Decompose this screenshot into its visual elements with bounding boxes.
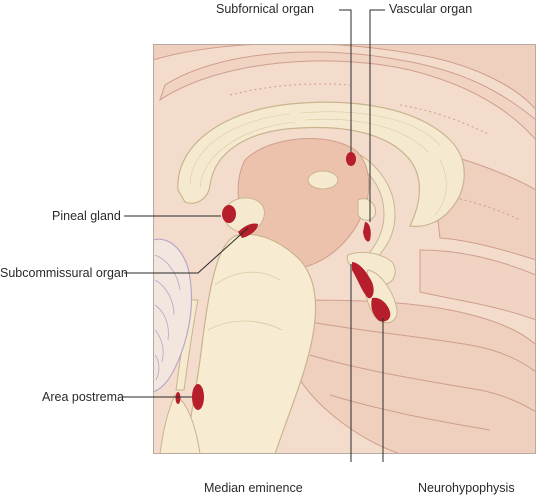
interthalamic-adhesion [307,170,339,190]
label-subfornical-organ: Subfornical organ [216,2,314,16]
neurohypophysis-mark [371,297,391,322]
area-postrema-mark [192,384,204,410]
label-pineal-gland: Pineal gland [52,209,121,223]
label-neurohypophysis: Neurohypophysis [418,481,515,495]
label-area-postrema: Area postrema [42,390,124,404]
leader-vascular [369,9,385,222]
callosal-fibers [189,111,447,216]
pineal-gland-mark [222,205,236,223]
subfornical-organ-mark [346,152,356,166]
subcommissural-organ-mark [238,223,258,238]
cerebellum [153,238,193,393]
leader-lines [122,9,385,462]
label-median-eminence: Median eminence [204,481,303,495]
vascular-organ-mark [363,222,371,242]
label-vascular-organ: Vascular organ [389,2,473,16]
leader-subfornical [339,9,352,152]
leader-subcommissural [124,227,249,274]
spinal-cord [159,394,201,454]
area-postrema-mark-small [175,392,181,404]
brain-panel [153,44,536,454]
label-subcommissural-organ: Subcommissural organ [0,266,128,280]
brainstem [184,233,317,454]
third-ventricle [357,198,377,221]
circumventricular-organs [175,152,391,410]
median-eminence-mark [352,262,374,299]
